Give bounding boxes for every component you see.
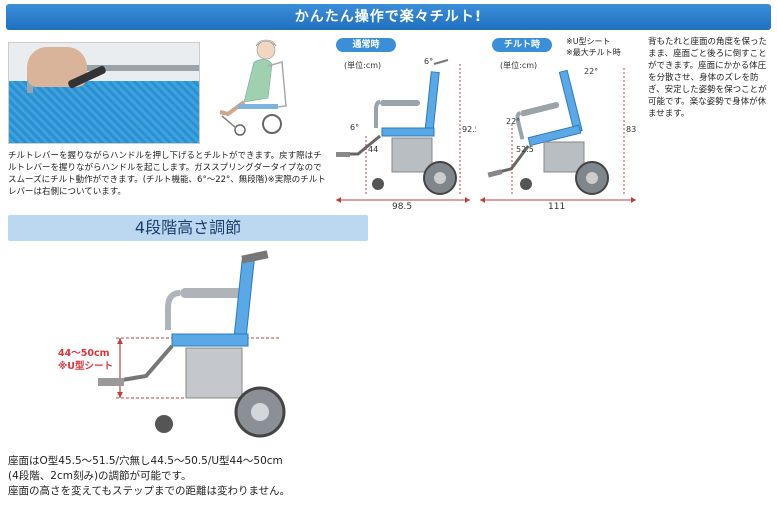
normal-total-height: 92.5 [462, 125, 476, 134]
normal-angle-top: 6° [424, 58, 433, 66]
height-text-line2: (4段階、2cm刻み)の調節が可能です。 [8, 470, 192, 482]
height-range-note: ※U型シート [58, 361, 113, 372]
tilt-angle-top: 22° [584, 67, 598, 76]
tilt-state-pill: チルト時 [492, 38, 552, 52]
height-text-line3: 座面の高さを変えてもステップまでの距離は変わりません。 [8, 485, 291, 497]
height-text-line1: 座面はO型45.5〜51.5/穴無し44.5〜50.5/U型44〜50cm [8, 455, 283, 467]
tilt-total-height: 83 [626, 125, 636, 134]
normal-unit-label: (単位:cm) [344, 61, 382, 70]
tilt-angle-seat: 22° [506, 117, 520, 126]
normal-seat-height: 44 [368, 145, 378, 154]
height-range-value: 44〜50cm [58, 348, 110, 359]
tilt-lever-photo [8, 42, 200, 144]
normal-total-length: 98.5 [392, 202, 413, 212]
tilt-chair-diagram: 22° 22° 52.5 83 [480, 67, 636, 203]
height-range-label: 44〜50cm ※U型シート [58, 347, 113, 373]
height-section-title: 4段階高さ調節 [8, 215, 368, 241]
normal-angle-seat: 6° [350, 123, 359, 132]
tilt-side-description: 背もたれと座面の角度を保ったまま、座面ごと後ろに倒すことができます。座面にかかる… [648, 37, 768, 119]
tilt-total-length: 111 [548, 202, 566, 212]
normal-chair-diagram: 6° 6° 44 92.5 [336, 58, 476, 203]
tilt-description: チルトレバーを握りながらハンドルを押し下げるとチルトができます。戻す際はチルトレ… [8, 151, 326, 197]
height-description: 座面はO型45.5〜51.5/穴無し44.5〜50.5/U型44〜50cm (4… [8, 454, 428, 499]
u-seat-note: ※U型シート [566, 37, 611, 46]
banner-title: かんたん操作で楽々チルト! [6, 4, 771, 30]
height-adjust-chair-diagram [98, 250, 286, 438]
tilt-unit-label: (単位:cm) [500, 61, 538, 70]
max-tilt-note: ※最大チルト時 [566, 48, 621, 57]
person-in-chair-illustration [219, 39, 287, 136]
tilt-seat-height: 52.5 [516, 145, 534, 154]
normal-state-pill: 通常時 [336, 38, 396, 52]
